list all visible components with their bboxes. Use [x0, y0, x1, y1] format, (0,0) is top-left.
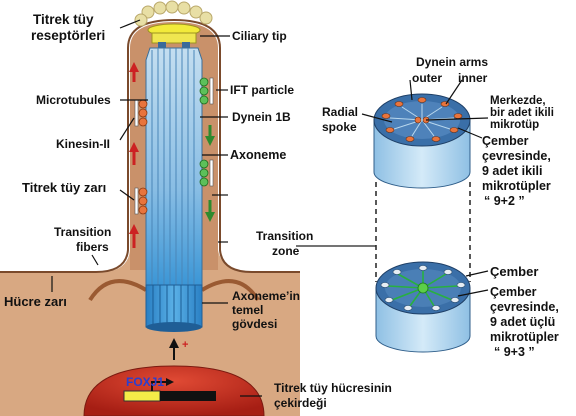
leader-lines	[51, 19, 262, 397]
label-ring-9-2-1: Çember	[482, 134, 529, 148]
cross-section-9-2	[373, 93, 471, 189]
receptor-cluster	[134, 0, 213, 27]
label-ring-9-3-3: 9 adet üçlü	[490, 315, 555, 329]
cross-section-9-3	[375, 261, 471, 353]
ift-particles	[199, 77, 214, 187]
label-microtubules: Microtubules	[36, 93, 111, 107]
section-leader-lines	[361, 79, 489, 297]
retrograde-arrows	[205, 125, 215, 222]
label-center-pair-3: mikrotüp	[490, 119, 539, 131]
label-ring: Çember	[490, 264, 538, 279]
label-nucleus-1: Titrek tüy hücresinin	[274, 381, 392, 395]
label-center-pair-2: bir adet ikili	[490, 107, 554, 119]
label-receptors-2: reseptörleri	[31, 28, 105, 43]
foxj1-gene	[123, 378, 216, 402]
label-transition-zone-2: zone	[272, 244, 300, 258]
label-ring-9-2-5: “ 9+2 ”	[484, 194, 525, 208]
transition-fiber-right	[200, 279, 260, 302]
label-dynein-arms: Dynein arms	[416, 55, 488, 69]
gene-label: FOXJ1	[126, 375, 164, 389]
basal-body	[145, 284, 203, 332]
label-transition-zone-1: Transition	[256, 229, 313, 243]
label-basal-body-3: gövdesi	[232, 317, 277, 331]
section-connectors	[375, 182, 471, 282]
label-axoneme: Axoneme	[230, 148, 286, 162]
label-radial-spoke-2: spoke	[322, 120, 357, 134]
label-cell-membrane: Hücre zarı	[4, 294, 67, 309]
label-ring-9-2-4: mikrotüpler	[482, 179, 551, 193]
label-basal-body-1: Axoneme’in	[232, 289, 300, 303]
label-transition-fibers-1: Transition	[54, 225, 111, 239]
label-ift-particle: IFT particle	[230, 83, 294, 97]
kinesin-particles	[134, 99, 148, 215]
label-ring-9-2-3: 9 adet ikili	[482, 164, 542, 178]
label-kinesin-2: Kinesin-II	[56, 137, 110, 151]
label-ciliary-tip: Ciliary tip	[232, 29, 287, 43]
label-inner: inner	[458, 71, 488, 85]
label-transition-fibers-2: fibers	[76, 240, 109, 254]
label-ring-9-3-2: çevresinde,	[490, 300, 559, 314]
label-dynein-1b: Dynein 1B	[232, 110, 291, 124]
label-receptors-1: Titrek tüy	[33, 12, 94, 27]
ciliary-tip-base	[151, 32, 197, 44]
label-basal-body-2: temel	[232, 303, 263, 317]
plus-sign: +	[182, 339, 188, 351]
label-nucleus-2: çekirdeği	[274, 396, 327, 410]
label-ring-9-3-1: Çember	[490, 285, 537, 299]
expression-arrow	[169, 338, 179, 360]
label-radial-spoke-1: Radial	[322, 105, 358, 119]
label-outer: outer	[412, 71, 442, 85]
label-membrane: Titrek tüy zarı	[22, 180, 106, 195]
anterograde-arrows	[129, 62, 139, 248]
cell-membrane-line	[0, 18, 300, 273]
transition-fiber-left	[88, 279, 148, 302]
label-center-pair-1: Merkezde,	[490, 95, 546, 107]
label-ring-9-2-2: çevresinde,	[482, 149, 551, 163]
label-ring-9-3-4: mikrotüpler	[490, 330, 559, 344]
axoneme-bundle	[145, 47, 203, 286]
label-ring-9-3-5: “ 9+3 ”	[494, 345, 535, 359]
